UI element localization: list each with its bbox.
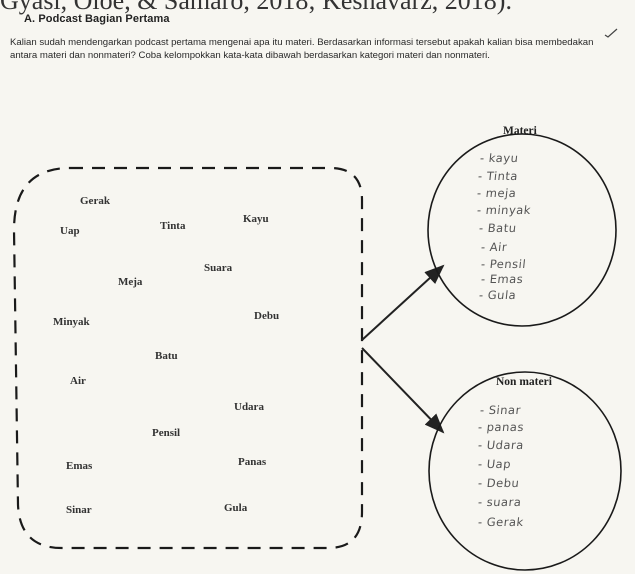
instructions-paragraph: Kalian sudah mendengarkan podcast pertam…	[10, 37, 594, 62]
word-meja: Meja	[118, 276, 143, 288]
word-tinta: Tinta	[160, 220, 186, 232]
materi-item: - Batu	[478, 221, 518, 235]
materi-item: - kayu	[479, 151, 520, 165]
materi-item: - Pensil	[480, 257, 527, 271]
non-materi-item: - Uap	[477, 457, 512, 471]
non-materi-circle	[428, 371, 622, 571]
non-materi-item: - Debu	[477, 476, 521, 490]
materi-item: - Tinta	[477, 169, 519, 183]
word-air: Air	[70, 375, 86, 387]
checkmark-icon	[604, 28, 618, 38]
word-pensil: Pensil	[152, 427, 181, 439]
non-materi-item: - Sinar	[479, 403, 522, 417]
word-panas: Panas	[238, 456, 267, 468]
word-suara: Suara	[204, 262, 233, 274]
non-materi-item: - Gerak	[477, 515, 525, 529]
previous-text-line: Gyasi, Oloe, & Samaro, 2018; Keshavarz, …	[0, 0, 512, 15]
materi-item: - Gula	[478, 288, 517, 302]
word-minyak: Minyak	[53, 316, 90, 328]
word-uap: Uap	[60, 225, 80, 237]
materi-item: - minyak	[476, 203, 532, 217]
materi-item: - Air	[480, 240, 508, 254]
arrow-to-non-materi	[361, 347, 445, 434]
word-emas: Emas	[66, 460, 93, 472]
non-materi-item: - panas	[477, 420, 525, 434]
materi-item: - meja	[476, 186, 518, 200]
word-gula: Gula	[224, 502, 248, 514]
word-debu: Debu	[254, 310, 280, 322]
non-materi-title: Non materi	[496, 376, 552, 388]
section-title: A. Podcast Bagian Pertama	[24, 13, 170, 25]
materi-item: - Emas	[480, 272, 525, 286]
word-gerak: Gerak	[80, 195, 110, 207]
word-pool-box	[12, 166, 364, 550]
materi-title: Materi	[503, 125, 537, 137]
non-materi-item: - suara	[477, 495, 523, 509]
arrow-to-materi	[361, 264, 445, 341]
word-udara: Udara	[234, 401, 264, 413]
non-materi-item: - Udara	[477, 438, 525, 452]
word-kayu: Kayu	[243, 213, 269, 225]
word-batu: Batu	[155, 350, 178, 362]
materi-circle	[427, 133, 617, 327]
word-sinar: Sinar	[66, 504, 92, 516]
